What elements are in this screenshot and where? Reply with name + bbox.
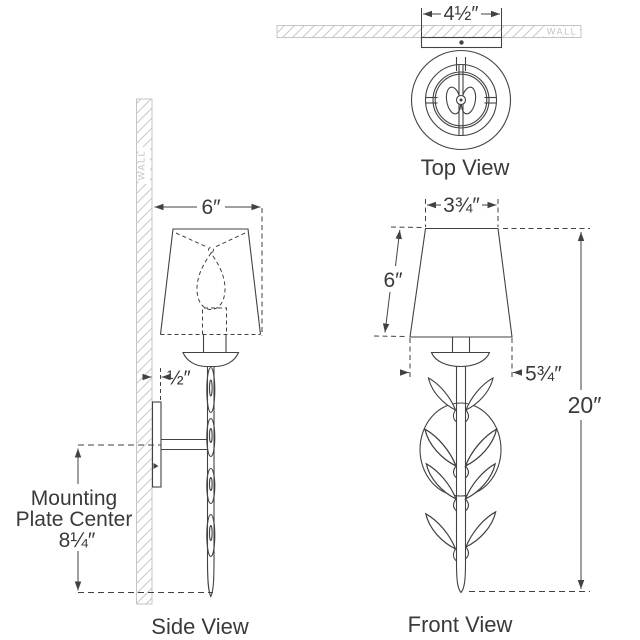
mounting-center-dimension: Mounting Plate Center 8¼″ (16, 448, 213, 593)
leaf-motif (424, 377, 498, 562)
shade-bottom-circle (410, 49, 512, 151)
side-view-bobeche (182, 351, 240, 368)
shade-top-value: 3¾″ (443, 194, 480, 217)
foliage-wreath-circle (419, 402, 502, 497)
shade-height-dimension: 6″ (373, 226, 425, 337)
backplate-width-dimension: 4½″ (421, 3, 502, 37)
shade-bottom-value: 5¾″ (525, 363, 562, 386)
leaf-shape (425, 513, 457, 550)
side-view: WALL 6″ (16, 98, 263, 639)
leaf-shape (464, 463, 496, 500)
hidden-socket (202, 307, 227, 335)
fitter-ring-outer (432, 71, 490, 129)
mounting-screw-dot (459, 40, 464, 45)
side-view-label: Side View (151, 614, 249, 639)
wall-label-backing (543, 26, 580, 37)
shade-bottom-dimension: 5¾″ (400, 338, 562, 386)
side-view-leaf-slots (206, 366, 216, 558)
wall-label-backing (138, 147, 150, 184)
mounting-height-value: 8¼″ (59, 529, 96, 552)
overall-height-dimension: 20″ (469, 228, 602, 592)
top-view: WALL 4½″ (276, 3, 582, 180)
backplate-width-value: 4½″ (444, 3, 479, 25)
leaf-shape (427, 377, 457, 411)
top-view-wall-section (276, 25, 582, 38)
fitter-ring-inner (434, 73, 488, 127)
side-view-shade (159, 228, 262, 335)
top-view-label: Top View (421, 155, 510, 180)
leaf-shape (464, 428, 498, 467)
front-view-shade (409, 227, 513, 338)
hidden-bulb (196, 252, 226, 311)
bulb-clip (208, 247, 214, 253)
leaf-shape (424, 428, 457, 467)
side-view-wall-section (136, 98, 153, 605)
mounting-text-line2: Plate Center (16, 508, 133, 531)
side-view-stem (206, 366, 215, 598)
front-view: 3¾″ 6″ (373, 194, 602, 637)
mounting-text-line1: Mounting (31, 487, 117, 510)
side-view-wall-label: WALL (137, 150, 147, 180)
leaf-shape (465, 511, 497, 548)
leaf-shape (465, 377, 494, 411)
shade-height-value: 6″ (383, 269, 403, 292)
front-view-bobeche (430, 351, 491, 368)
projection-value: 6″ (201, 196, 221, 219)
projection-dimension: 6″ (154, 196, 263, 336)
backplate-screw (153, 463, 159, 469)
shade-top-dimension: 3¾″ (425, 194, 499, 227)
front-view-label: Front View (408, 612, 513, 637)
shade-top-circle (424, 63, 498, 137)
overall-height-value: 20″ (568, 392, 602, 418)
front-view-stem (455, 366, 467, 594)
top-view-fixture-circles (410, 49, 512, 151)
top-view-wall-label: WALL (547, 27, 577, 37)
backplate-depth-dimension: ½″ (142, 368, 191, 401)
backplate-depth-value: ½″ (167, 368, 191, 390)
